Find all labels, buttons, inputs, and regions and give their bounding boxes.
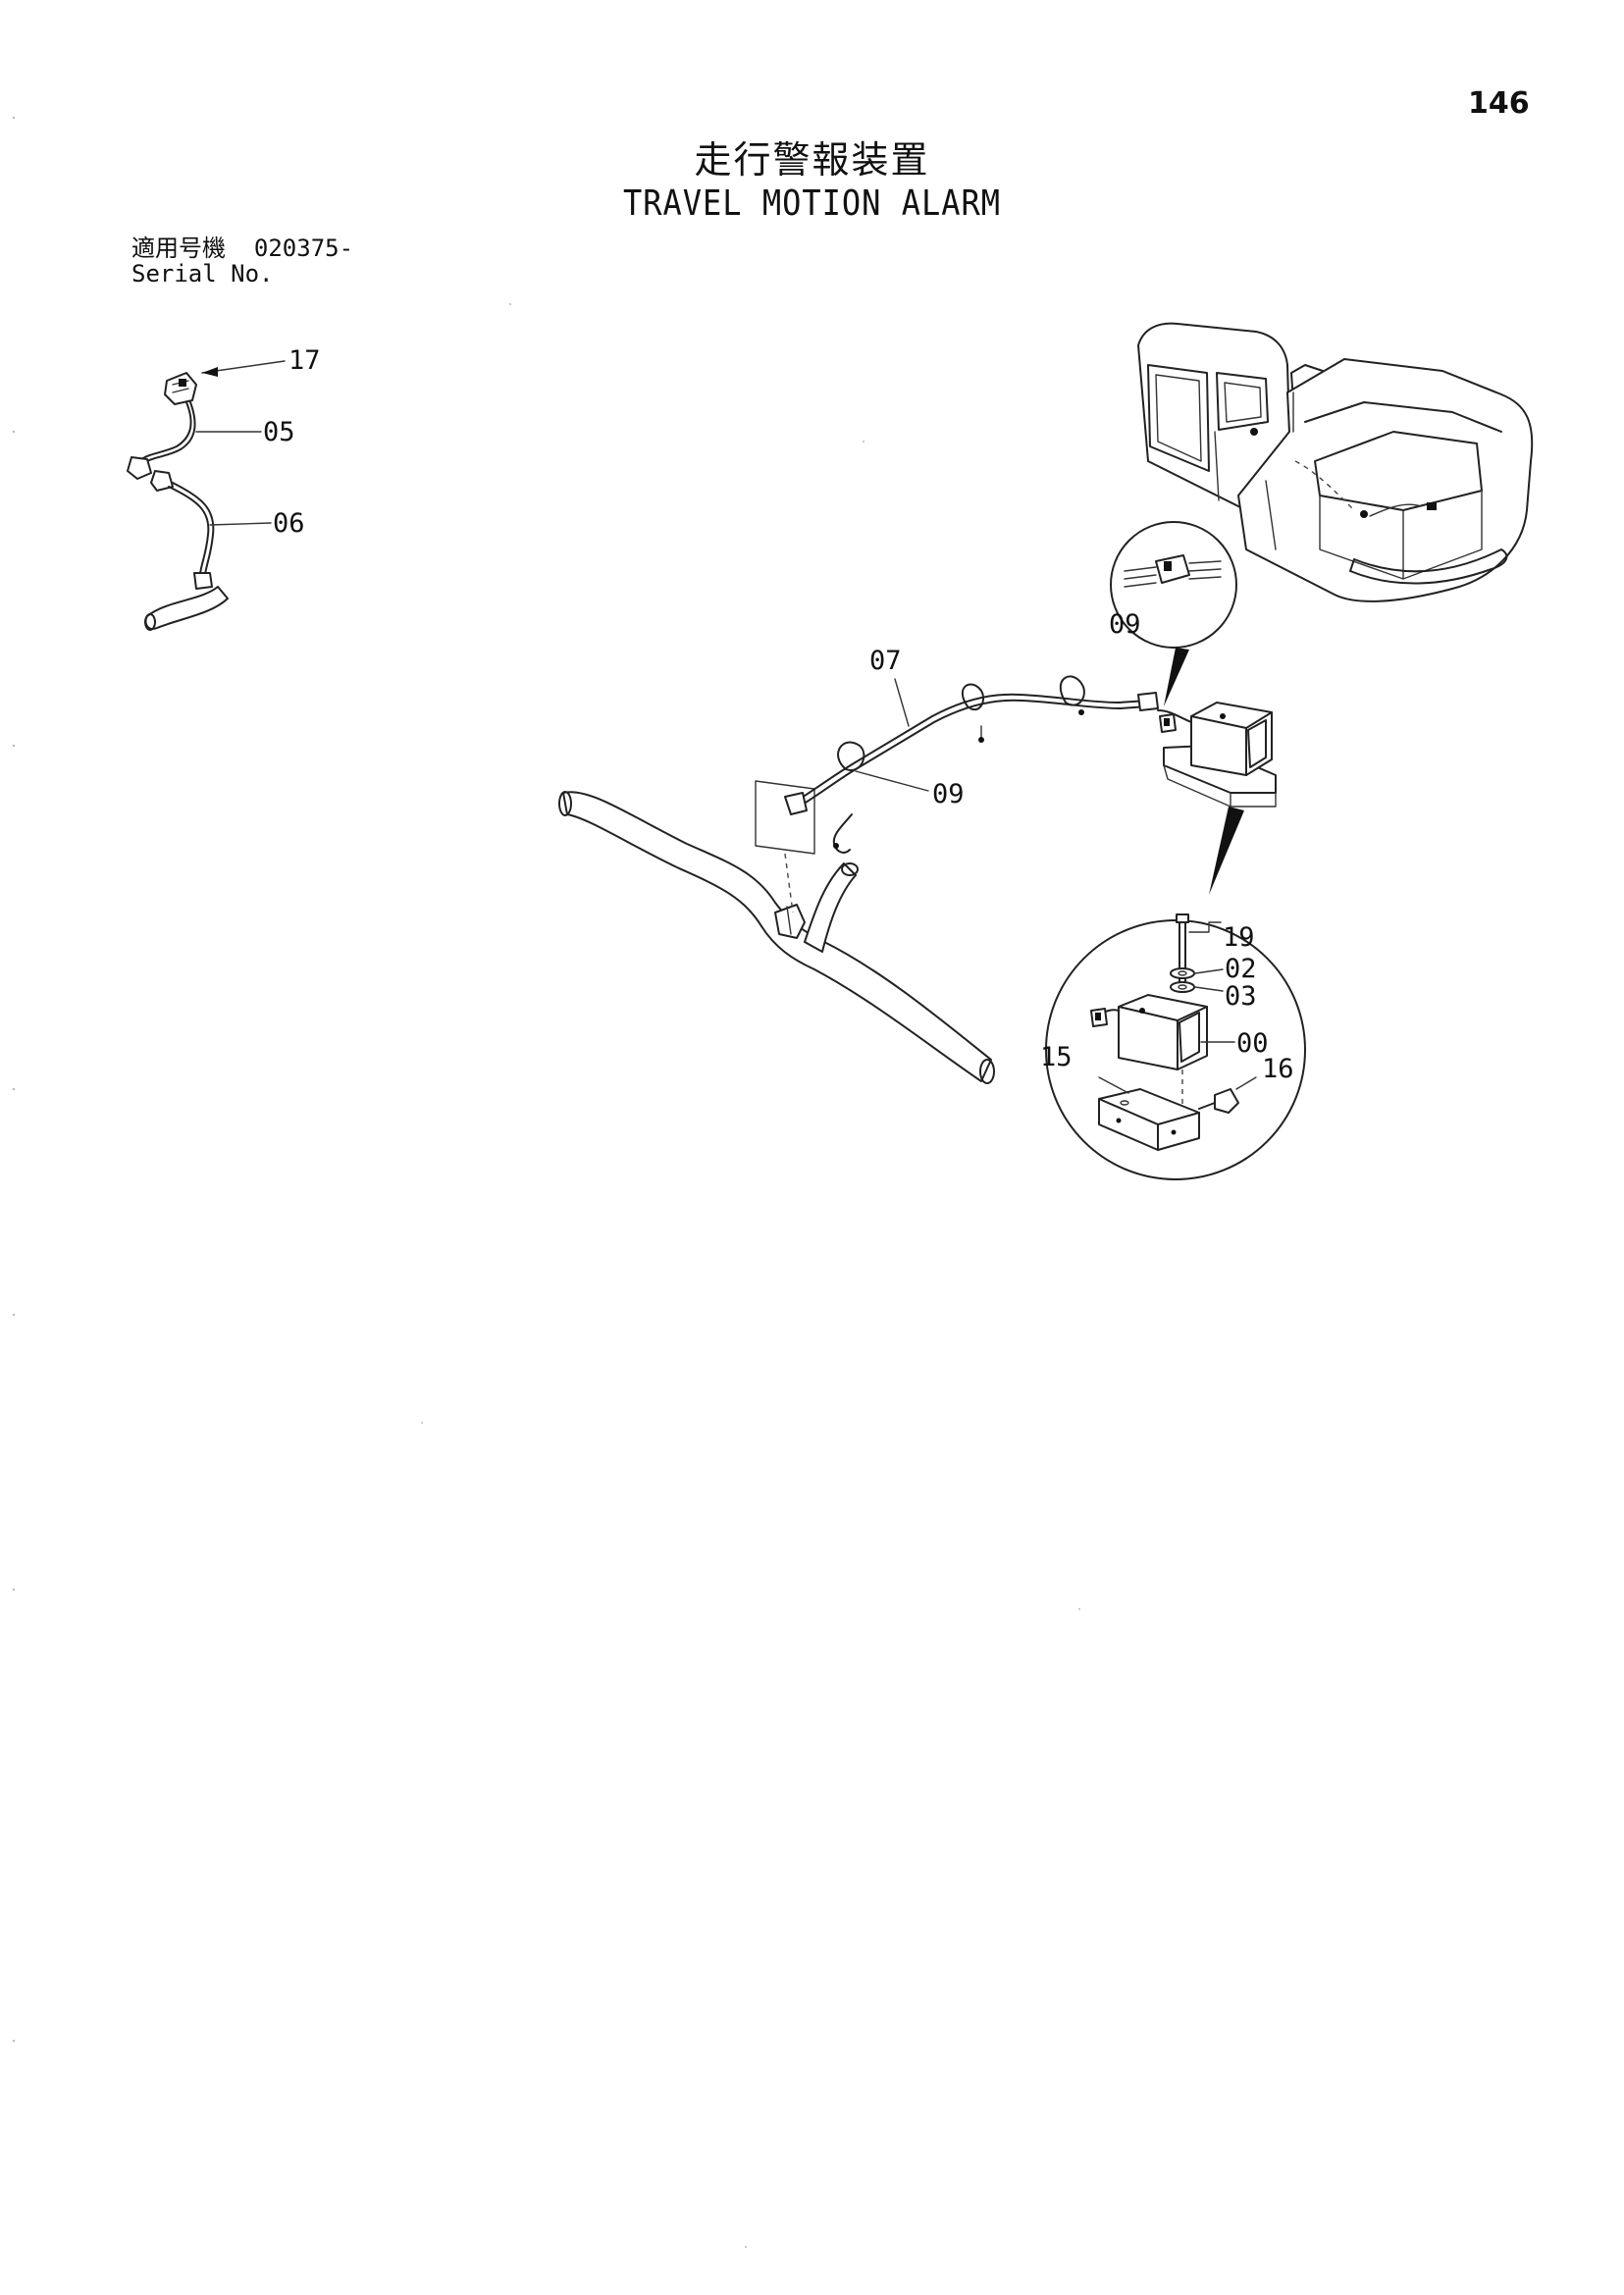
callout-03: 03 [1225, 981, 1257, 1012]
leader-07 [894, 678, 910, 727]
excavator-body-illustration [1137, 322, 1534, 602]
callout-09-detail: 09 [1109, 609, 1141, 640]
leader-19 [1188, 921, 1222, 933]
callout-19: 19 [1223, 922, 1255, 953]
screw-part [1198, 1088, 1239, 1114]
scan-specks [12, 116, 1080, 2248]
serial-label-japanese: 適用号機 [131, 235, 226, 262]
detail-circle-connector: 09 [1109, 521, 1237, 706]
callout-00: 00 [1236, 1028, 1269, 1059]
callout-15: 15 [1040, 1042, 1073, 1072]
serial-block: 適用号機 020375- Serial No. [131, 235, 353, 287]
harness-06-part [168, 486, 210, 575]
serial-label-english: Serial No. [131, 260, 274, 287]
serial-row: 適用号機 020375- [131, 235, 353, 261]
alarm-box-part [1090, 994, 1208, 1070]
serial-value: 020375- [253, 235, 354, 262]
alarm-assembly-illustration [1157, 702, 1277, 895]
leader-15 [1098, 1076, 1129, 1094]
harness-05-part [138, 401, 192, 462]
bracket-part [1098, 1088, 1200, 1151]
callout-06: 06 [273, 508, 305, 539]
leader-16 [1235, 1076, 1257, 1090]
frame-hose-illustration [558, 780, 995, 1084]
callout-16: 16 [1262, 1054, 1294, 1084]
hose-stub-part [144, 586, 229, 630]
callout-05: 05 [263, 417, 295, 447]
connector-part [127, 456, 152, 480]
wire-harness-07-part [784, 675, 1159, 854]
leader-06 [209, 522, 272, 526]
leader-02 [1194, 968, 1224, 974]
callout-02: 02 [1225, 954, 1257, 984]
switch-connector-part [164, 372, 197, 405]
leader-09-wire [855, 770, 929, 792]
page-number: 146 [1468, 86, 1530, 121]
detail-circle-alarm: 19 02 03 00 15 16 [1040, 913, 1306, 1180]
callout-07: 07 [869, 646, 902, 676]
inset-switch-harness: 17 05 06 [127, 345, 321, 631]
title-japanese: 走行警報装置 [694, 138, 930, 182]
callout-09-wire: 09 [932, 779, 965, 809]
leader-03 [1194, 986, 1224, 992]
callout-17: 17 [288, 345, 321, 376]
title-english: TRAVEL MOTION ALARM [622, 183, 1002, 224]
washer-part [1170, 967, 1195, 979]
